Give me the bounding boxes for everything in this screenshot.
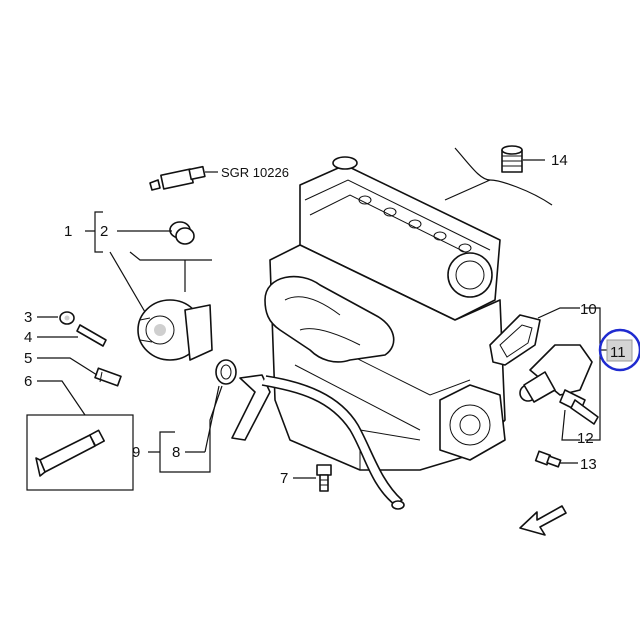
part-14-sleeve: [501, 145, 523, 173]
callout-13[interactable]: 13: [580, 456, 597, 473]
callout-11[interactable]: 11: [610, 344, 626, 361]
direction-arrow-icon: [519, 505, 567, 536]
highlight-box: [606, 339, 633, 362]
pointer-14: [444, 179, 491, 201]
pointer-1: [109, 251, 146, 313]
part-5-sensor: [94, 367, 122, 387]
bracket-pump: [129, 251, 212, 261]
callout-2[interactable]: 2: [100, 223, 108, 240]
part-6-box: [26, 414, 134, 491]
callout-9[interactable]: 9: [132, 444, 140, 461]
sgr-reference-label: SGR 10226: [221, 165, 289, 180]
bracket-10-12: [585, 307, 601, 441]
leader-10: [537, 307, 580, 319]
leader-12: [561, 409, 580, 441]
part-8-oring: [215, 359, 237, 385]
callout-8[interactable]: 8: [172, 444, 180, 461]
callout-6[interactable]: 6: [24, 373, 32, 390]
bracket-14: [454, 147, 553, 206]
part-3-nut: [59, 311, 75, 325]
part-13-screw: [534, 450, 562, 468]
callout-10[interactable]: 10: [580, 301, 597, 318]
engine-block: [264, 156, 506, 471]
highlight-ring: [598, 328, 640, 372]
part-2-cap: [169, 221, 195, 245]
part-7-bolt: [316, 464, 332, 492]
part-11-thermostat-housing: [519, 344, 599, 425]
callout-5[interactable]: 5: [24, 350, 32, 367]
water-pump: [137, 299, 213, 361]
leader-6: [37, 380, 86, 416]
sgr-sensor: [149, 165, 206, 191]
part-9-pipe: [231, 374, 405, 510]
callout-1[interactable]: 1: [64, 223, 72, 240]
part-10-gasket: [489, 314, 541, 366]
callout-12[interactable]: 12: [577, 430, 594, 447]
callout-7[interactable]: 7: [280, 470, 288, 487]
bracket-9: [148, 385, 223, 473]
leader-5: [37, 357, 98, 376]
highlight-part-11[interactable]: 11: [598, 328, 640, 372]
callout-3[interactable]: 3: [24, 309, 32, 326]
part-6-tube: [35, 429, 106, 477]
pointer-8: [204, 385, 220, 453]
part-4-stud: [76, 324, 107, 347]
bracket-1: [85, 211, 103, 253]
callout-4[interactable]: 4: [24, 329, 32, 346]
callout-14[interactable]: 14: [551, 152, 568, 169]
